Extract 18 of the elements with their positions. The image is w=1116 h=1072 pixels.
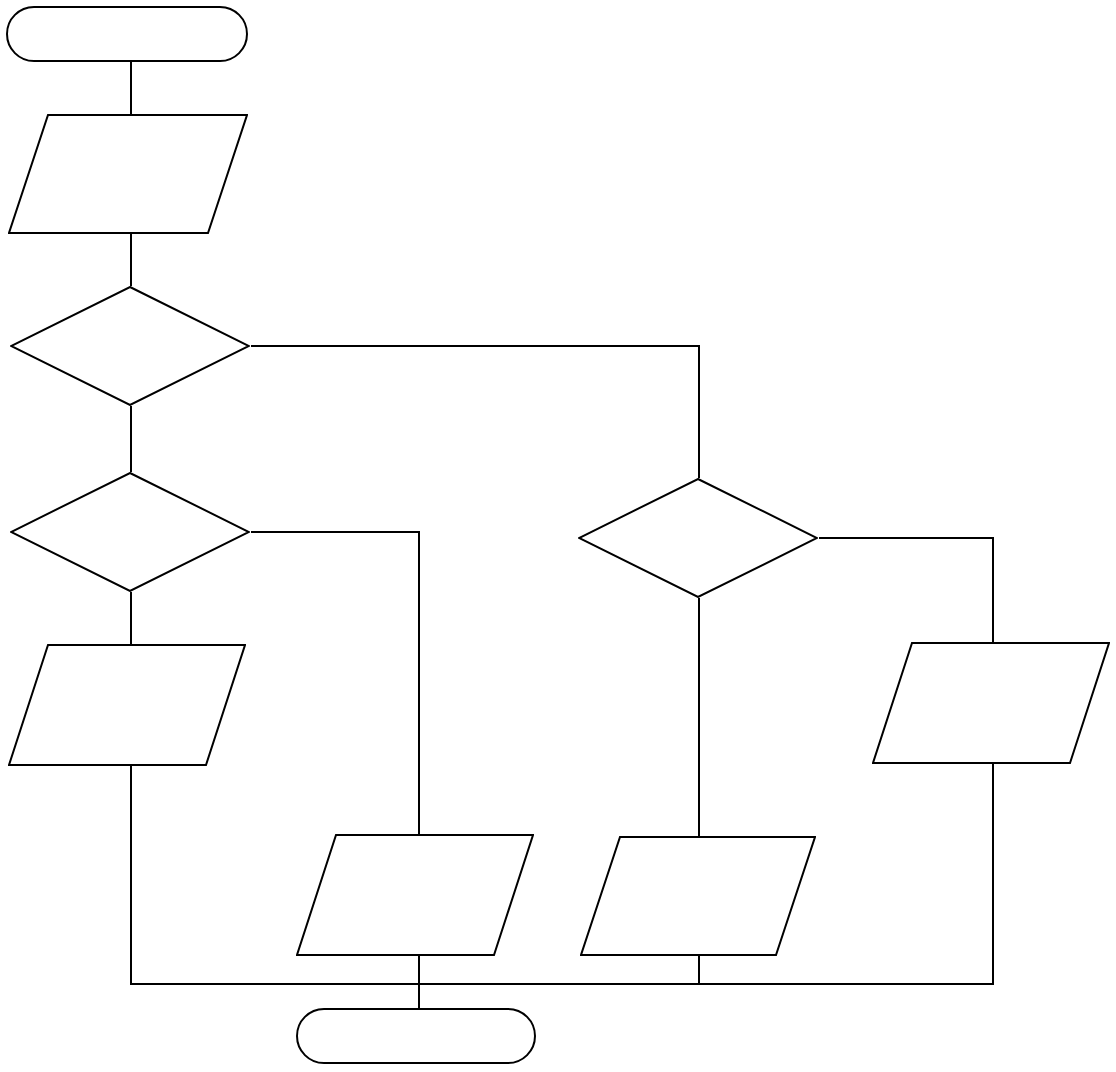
connector-line <box>130 61 132 115</box>
input-output-parallelogram <box>296 834 534 956</box>
terminator-shape <box>296 1008 536 1064</box>
decision-diamond <box>10 286 250 406</box>
decision-diamond <box>10 472 250 592</box>
decision-diamond <box>578 478 818 598</box>
input-output-parallelogram <box>580 836 816 956</box>
input-output-parallelogram <box>872 642 1110 764</box>
connector-line <box>250 345 700 479</box>
connector-line <box>130 405 132 473</box>
connector-line <box>818 537 994 643</box>
terminator-shape <box>6 6 248 62</box>
connector-line <box>130 233 132 287</box>
connector-line <box>250 531 420 835</box>
input-output-parallelogram <box>8 644 246 766</box>
input-output-parallelogram <box>8 114 248 234</box>
connector-line <box>130 591 132 645</box>
connector-line <box>698 597 700 837</box>
